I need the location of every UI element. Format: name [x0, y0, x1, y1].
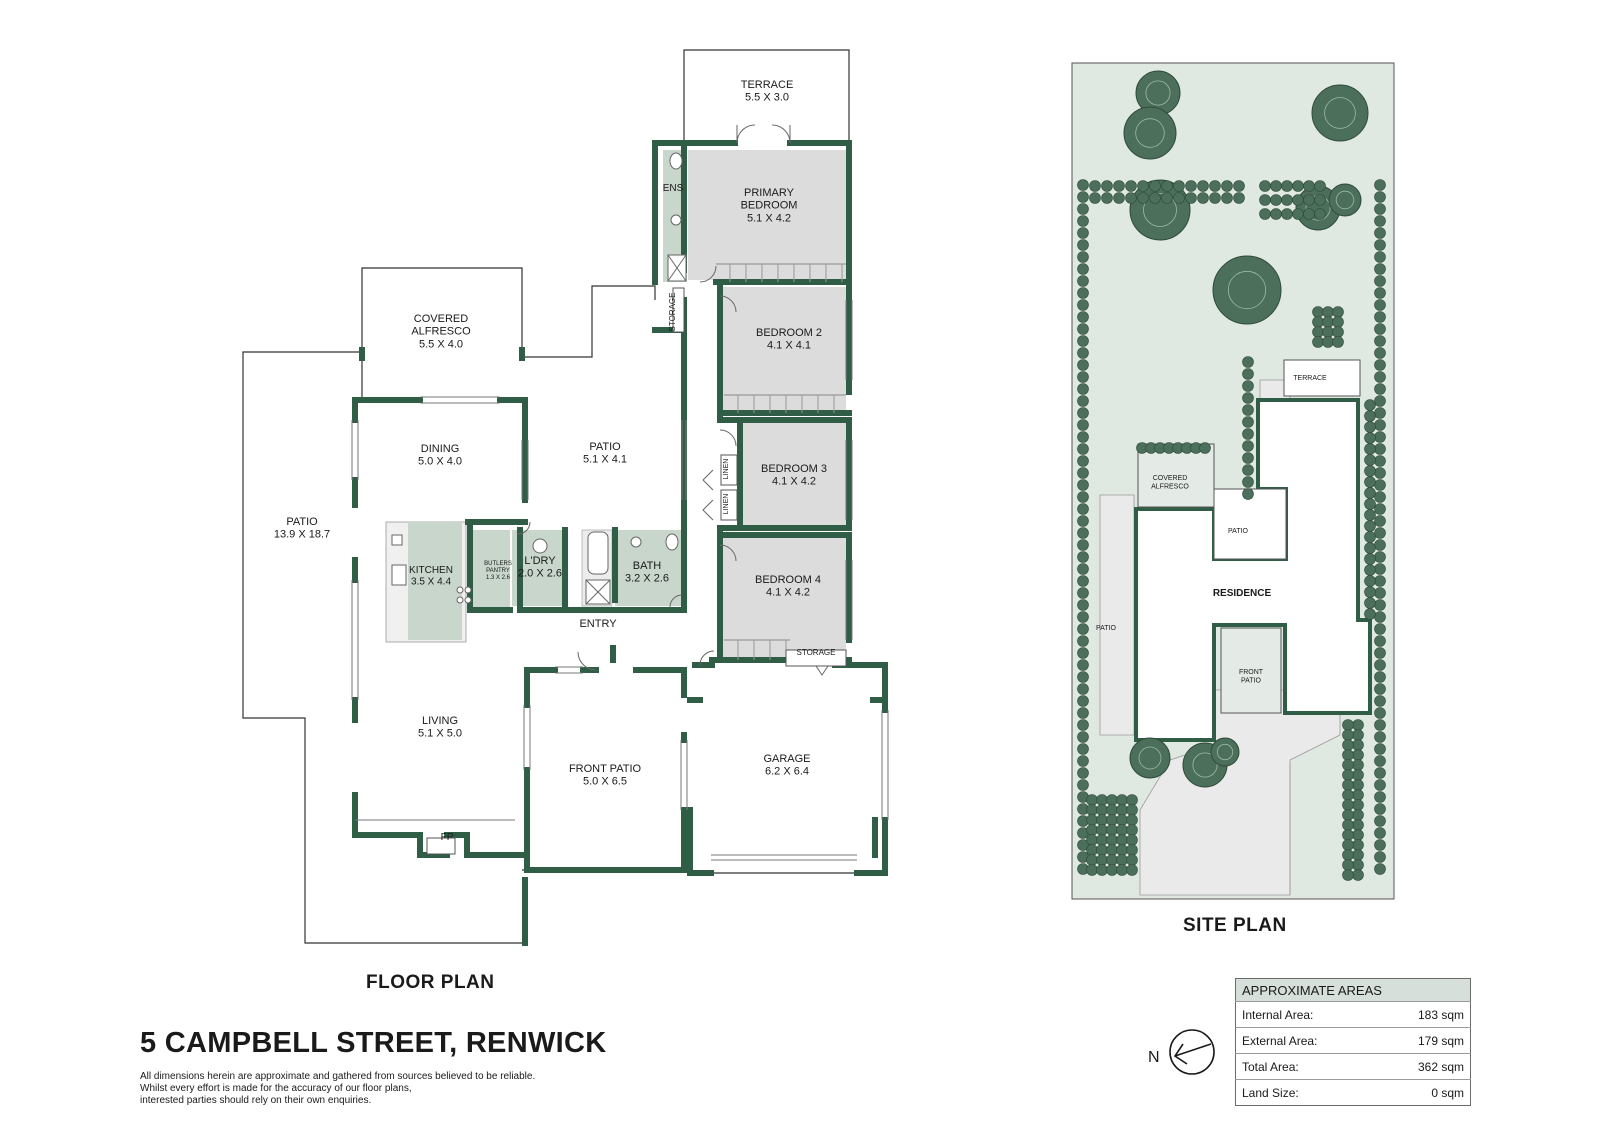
disclaimer-line: Whilst every effort is made for the accu… — [140, 1083, 412, 1094]
room-label: ENS — [663, 183, 684, 194]
room-label: LINEN — [723, 459, 730, 480]
area-label: Total Area: — [1235, 1053, 1377, 1080]
areas-title: APPROXIMATE AREAS — [1235, 978, 1471, 1002]
area-label: Land Size: — [1235, 1079, 1377, 1106]
area-value: 179 sqm — [1376, 1027, 1471, 1054]
room-label: LINEN — [723, 494, 730, 515]
room-label: STORAGE — [797, 648, 836, 657]
area-value: 362 sqm — [1376, 1053, 1471, 1080]
wardrobe-marks — [716, 263, 846, 641]
property-address: 5 CAMPBELL STREET, RENWICK — [140, 1027, 607, 1059]
table-row: External Area:179 sqm — [1235, 1027, 1471, 1054]
fixtures — [391, 152, 687, 605]
disclaimer-line: interested parties should rely on their … — [140, 1095, 372, 1106]
room-label: STORAGE — [668, 293, 677, 332]
site-plan-heading: SITE PLAN — [1183, 915, 1287, 936]
area-label: Internal Area: — [1235, 1001, 1377, 1028]
window-lines — [351, 300, 889, 861]
room-label: ENTRY — [579, 618, 617, 630]
area-value: 0 sqm — [1376, 1079, 1471, 1106]
area-label: External Area: — [1235, 1027, 1377, 1054]
compass-label: N — [1148, 1049, 1160, 1066]
floor-plan-heading: FLOOR PLAN — [366, 972, 495, 993]
room-fills — [385, 150, 846, 659]
linen-cupboards — [426, 287, 847, 855]
table-row: Internal Area:183 sqm — [1235, 1001, 1471, 1028]
table-row: Total Area:362 sqm — [1235, 1053, 1471, 1080]
area-value: 183 sqm — [1376, 1001, 1471, 1028]
disclaimer-line: All dimensions herein are approximate an… — [140, 1071, 536, 1082]
table-row: Land Size:0 sqm — [1235, 1079, 1471, 1106]
north-compass-icon: N — [1148, 1029, 1215, 1075]
room-label: FP — [441, 832, 454, 843]
disclaimer: All dimensions herein are approximate an… — [140, 1071, 535, 1107]
approximate-areas-table: APPROXIMATE AREAS Internal Area:183 sqm … — [1235, 978, 1471, 1106]
